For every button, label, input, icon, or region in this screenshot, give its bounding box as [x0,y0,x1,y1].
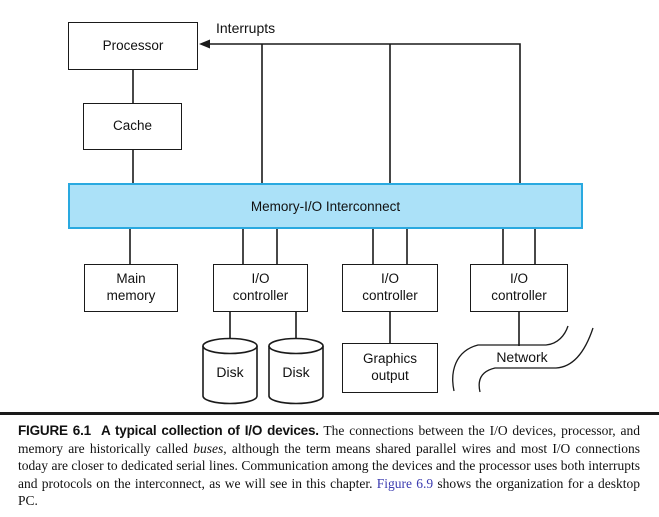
interconnect-bar: Memory-I/O Interconnect [68,183,583,229]
io-controller-label: I/O controller [362,271,418,303]
processor-label: Processor [102,37,164,53]
graphics-output-box: Graphics output [342,343,438,393]
disk-label: Disk [282,364,310,380]
interrupts-label: Interrupts [216,20,276,36]
interrupt-arrowhead-icon [199,39,210,49]
bus-lines [129,43,536,346]
network-label: Network [496,349,548,365]
main-memory-label: Main memory [106,271,156,303]
disk-cylinder-icon [202,337,258,405]
main-memory-box: Main memory [84,264,178,312]
diagram-wires [129,39,594,405]
figure-title: A typical collection of I/O devices. [100,423,319,438]
figure-caption: FIGURE 6.1 A typical collection of I/O d… [18,422,640,510]
processor-box: Processor [68,22,198,70]
graphics-output-label: Graphics output [362,351,418,383]
io-devices-diagram: Processor Cache Interrupts Memory-I/O In… [68,20,594,405]
caption-text: The connections between the I/O devices,… [18,423,640,456]
figure-6-9-link[interactable]: Figure 6.9 [376,475,434,491]
io-controller-label: I/O controller [232,271,289,303]
caption-text: shows the organization for a desktop PC. [18,475,640,509]
cache-box: Cache [83,103,182,150]
interrupt-line [203,43,521,183]
io-controller-label: I/O controller [491,271,547,303]
caption-emphasis: buses [193,440,224,456]
io-controller-3-box: I/O controller [470,264,568,312]
figure-number: FIGURE 6.1 [18,423,91,438]
io-controller-1-box: I/O controller [213,264,308,312]
cache-label: Cache [112,118,153,134]
caption-divider [0,412,659,415]
interconnect-label: Memory-I/O Interconnect [250,198,401,214]
disk-cylinder-icon [268,337,324,405]
network-wave-icon [452,325,594,393]
io-controller-2-box: I/O controller [342,264,438,312]
caption-text: , although the term means shared paralle… [18,440,640,491]
disk-label: Disk [216,364,244,380]
